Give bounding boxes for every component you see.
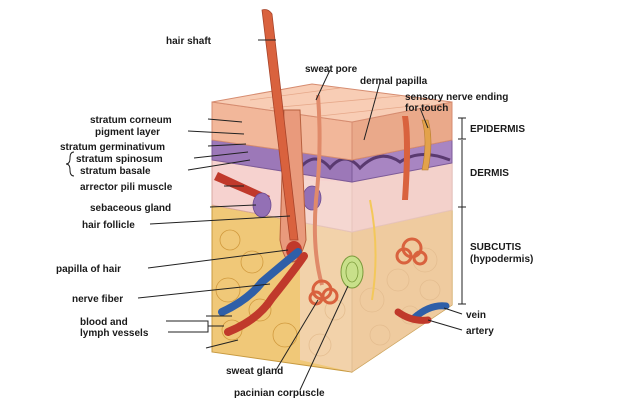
artery-shape — [224, 252, 308, 336]
surface-creases — [249, 87, 431, 117]
label-papilla-of-hair: papilla of hair — [56, 264, 121, 275]
arrector-pili-muscle — [214, 172, 270, 202]
label-hair-shaft: hair shaft — [166, 36, 212, 47]
hair-shaft-shape — [261, 9, 299, 241]
labels: hair shaft sweat pore dermal papilla sen… — [56, 36, 533, 399]
label-stratum-germinativum: stratum germinativum — [60, 142, 165, 153]
label-sensory-nerve-line2: for touch — [405, 103, 448, 114]
label-stratum-basale: stratum basale — [80, 166, 151, 177]
label-sweat-pore: sweat pore — [305, 64, 358, 75]
label-dermal-papilla: dermal papilla — [360, 76, 428, 87]
dermal-papilla-ridges — [298, 153, 451, 171]
sweat-gland-shape — [308, 279, 339, 306]
vein-shape-right — [410, 302, 450, 322]
label-blood-lymph-line1: blood and — [80, 317, 128, 328]
label-sebaceous-gland: sebaceous gland — [90, 203, 171, 214]
label-vein: vein — [466, 310, 486, 321]
skin-block — [211, 9, 453, 373]
pacinian-corpuscle-inner — [345, 261, 359, 283]
label-epidermis: EPIDERMIS — [470, 124, 525, 135]
artery-shape-right — [394, 308, 432, 324]
label-sensory-nerve-line1: sensory nerve ending — [405, 92, 508, 103]
sweat-duct — [312, 94, 324, 286]
vein-shape — [218, 248, 302, 316]
label-stratum-spinosum: stratum spinosum — [76, 154, 163, 165]
leader-lines — [65, 39, 466, 391]
sweat-gland-right — [395, 237, 428, 266]
label-blood-lymph-line2: lymph vessels — [80, 328, 149, 339]
label-sweat-gland: sweat gland — [226, 366, 283, 377]
label-subcutis-line1: SUBCUTIS — [470, 242, 521, 253]
label-subcutis-line2: (hypodermis) — [470, 254, 533, 265]
label-stratum-corneum: stratum corneum — [90, 115, 172, 126]
pacinian-corpuscle-shape — [340, 255, 364, 289]
label-dermis: DERMIS — [470, 168, 509, 179]
label-pigment-layer: pigment layer — [95, 127, 160, 138]
label-nerve-fiber: nerve fiber — [72, 294, 123, 305]
label-arrector-pili: arrector pili muscle — [80, 182, 173, 193]
hair-shaft-right — [402, 116, 410, 200]
label-hair-follicle: hair follicle — [82, 220, 135, 231]
label-pacinian-corpuscle: pacinian corpuscle — [234, 388, 325, 399]
sensory-nerve-ending-shape — [421, 119, 432, 171]
label-artery: artery — [466, 326, 494, 337]
